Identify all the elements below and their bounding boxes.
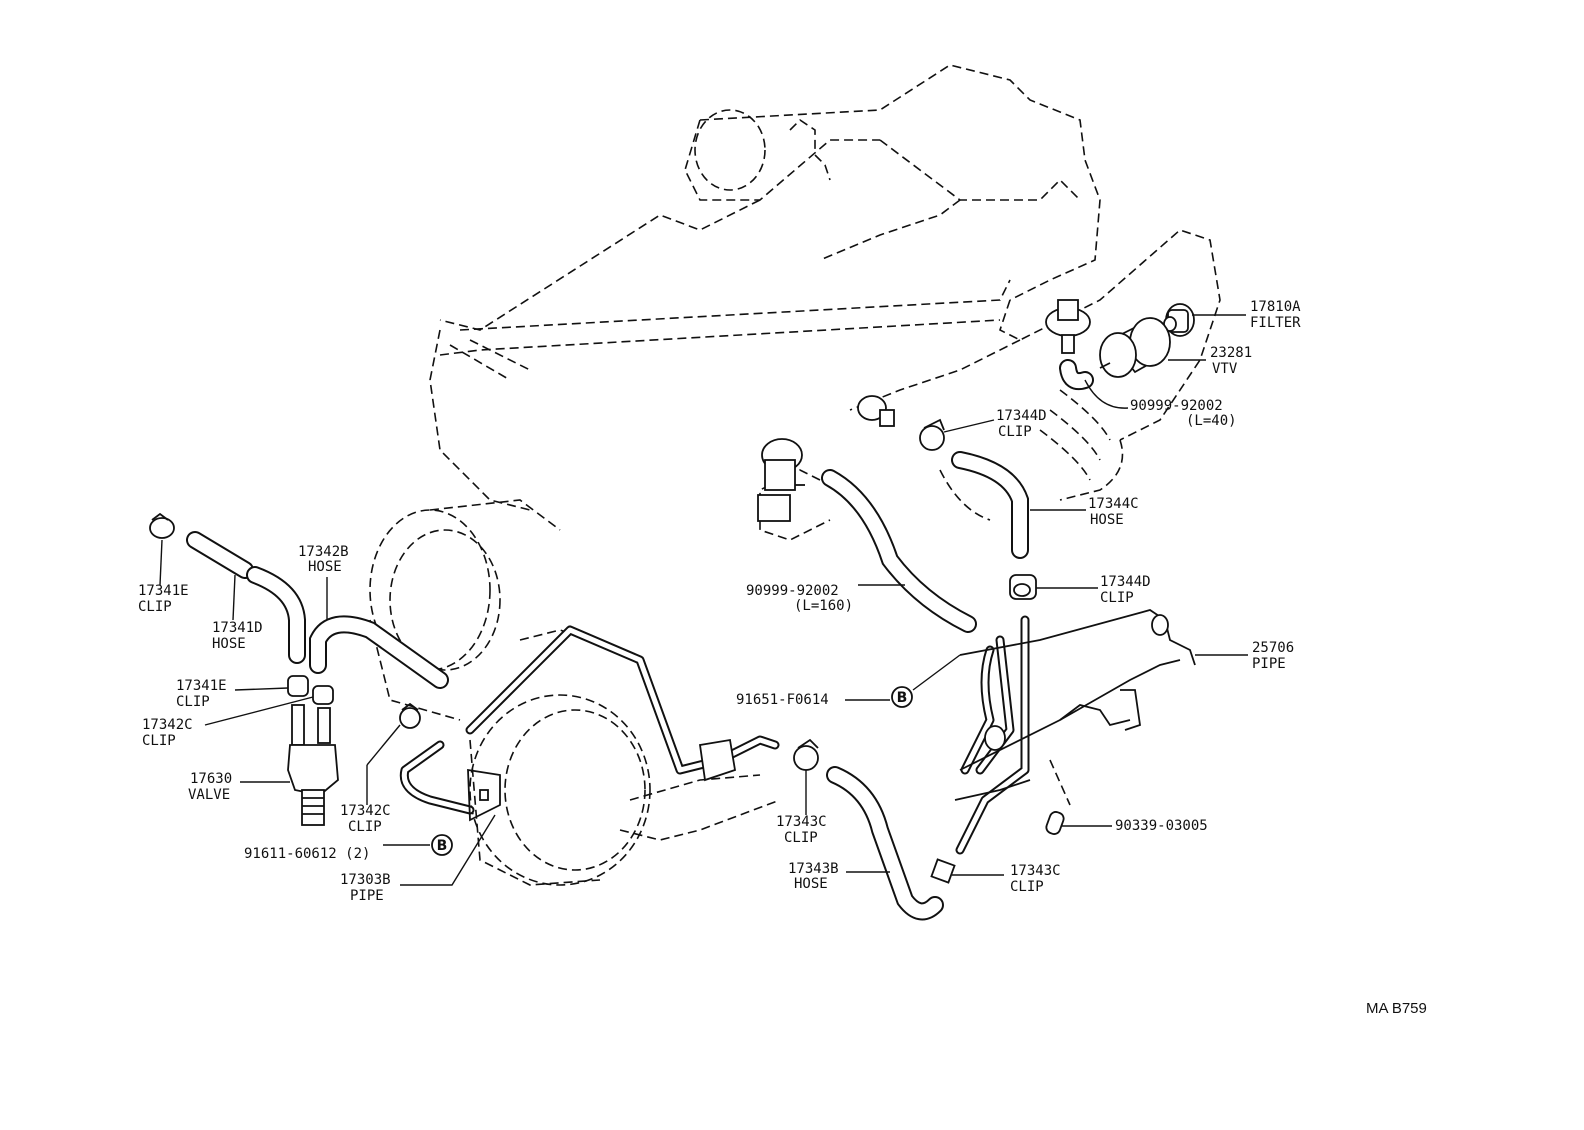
clip-e1-number: 17341E [138,583,189,599]
nipple-part [857,395,895,427]
clip-c3-part [793,738,819,771]
hose-b3-number: 17343B [788,861,839,877]
clip-mid-name: CLIP [1100,590,1134,606]
leader-lines [159,314,1248,886]
hose160-number: 90999-92002 [746,583,839,599]
clip-c1-number: 17342C [142,717,193,733]
vsv-part [757,438,805,522]
valve-part [287,704,339,826]
clip-c3-number: 17343C [776,814,827,830]
clip-c2-part [399,702,421,729]
hose160-length: (L=160) [794,598,853,614]
pipe-17303b-part [399,625,780,822]
clip-mid-number: 17344D [1100,574,1151,590]
hose40-length: (L=40) [1186,413,1237,429]
hose-b-number: 17342B [298,544,349,560]
clip-c3-name: CLIP [784,830,818,846]
filter-number: 17810A [1250,299,1301,315]
svg-text:B: B [897,690,908,706]
pipe25706-number: 25706 [1252,640,1294,656]
svg-text:B: B [437,838,448,854]
engine-outline [369,64,1221,886]
b-marker-lower: B [431,834,453,856]
pipe-b-number: 17303B [340,872,391,888]
clip-e1-part [149,512,175,539]
vtv-name: VTV [1212,361,1238,377]
valve-number: 17630 [190,771,232,787]
hose-c-number: 17344C [1088,496,1139,512]
clip-c2-name: CLIP [348,819,382,835]
vtv-part [1099,317,1171,378]
plug-part [1045,811,1065,835]
pipe25706-name: PIPE [1252,656,1286,672]
hose-d-number: 17341D [212,620,263,636]
clip-upper-number: 17344D [996,408,1047,424]
hose-b-name: HOSE [308,559,342,575]
hose-c-name: HOSE [1090,512,1124,528]
vtv-number: 23281 [1210,345,1252,361]
bolt-60612-label: 91611-60612 (2) [244,846,370,862]
figure-reference: MA B759 [1366,1000,1427,1017]
hose-b3-name: HOSE [794,876,828,892]
hose-d-name: HOSE [212,636,246,652]
clip-e2-part [287,675,334,705]
clip-e1-name: CLIP [138,599,172,615]
filter-part [1163,303,1195,337]
clip-upper-part [919,418,945,451]
clip-c2-number: 17342C [340,803,391,819]
clip-mid-part [1009,574,1037,600]
pipe-b-name: PIPE [350,888,384,904]
clip-c1-name: CLIP [142,733,176,749]
part-labels: 17810A FILTER 23281 VTV 90999-92002 (L=4… [138,299,1301,904]
pipe-25706-part [954,609,1196,855]
clip-e2-name: CLIP [176,694,210,710]
clip-c4-name: CLIP [1010,879,1044,895]
clip-e2-number: 17341E [176,678,227,694]
clip-c4-number: 17343C [1010,863,1061,879]
plug-number: 90339-03005 [1115,818,1208,834]
b-marker-upper: B [891,686,913,708]
bolt-f0614-label: 91651-F0614 [736,692,829,708]
valve-name: VALVE [188,787,230,803]
upper-valve-part [1045,299,1091,354]
clip-upper-name: CLIP [998,424,1032,440]
hose40-number: 90999-92002 [1130,398,1223,414]
filter-name: FILTER [1250,315,1301,331]
clip-c4-part [930,858,956,884]
